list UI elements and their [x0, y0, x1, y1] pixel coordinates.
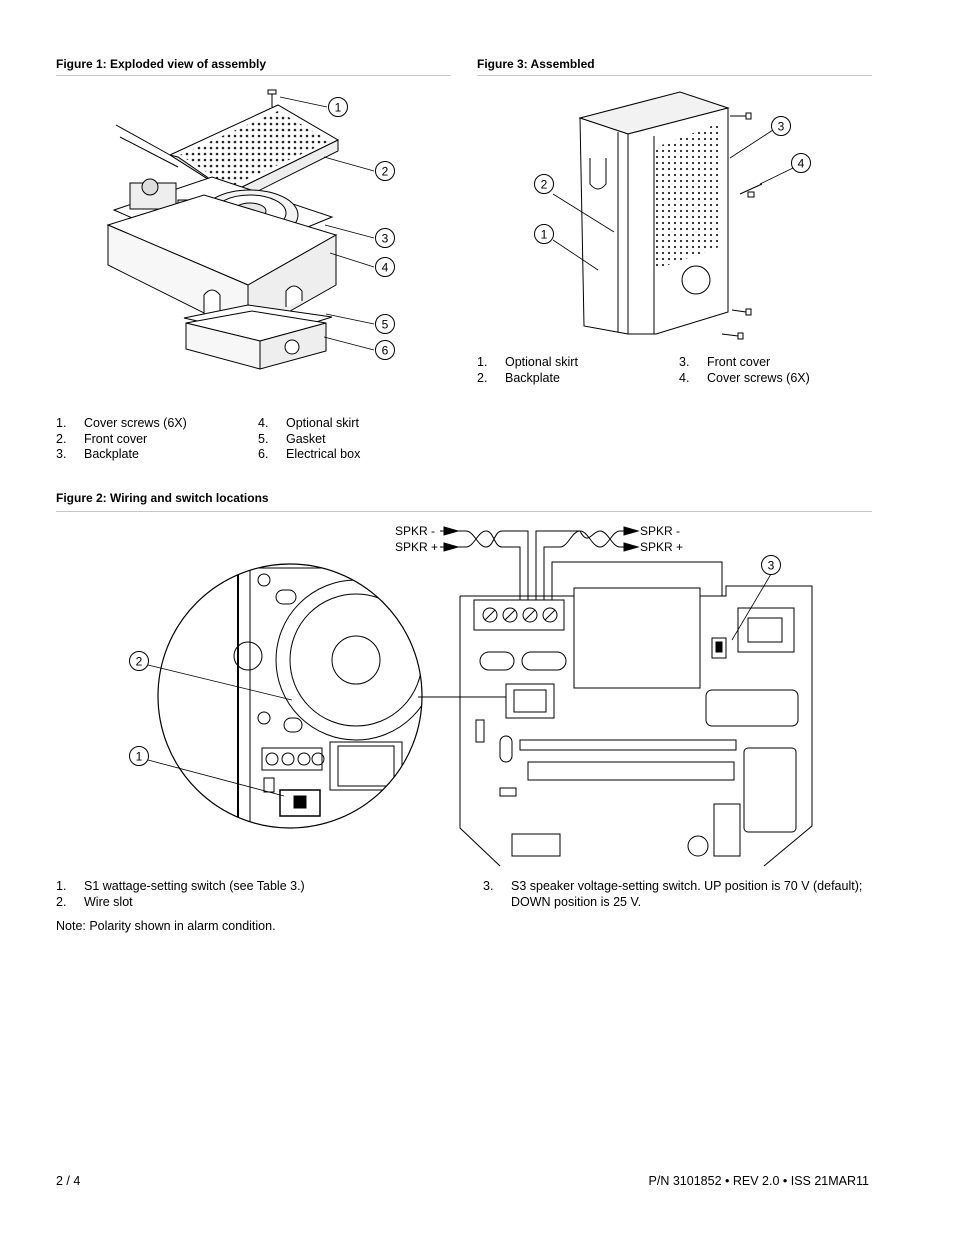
- wire-label-left-minus: SPKR -: [395, 524, 435, 538]
- svg-text:1: 1: [541, 228, 548, 242]
- figure3-legend-col1: 1.Optional skirt 2.Backplate: [477, 355, 677, 386]
- svg-text:4: 4: [382, 261, 389, 275]
- page-number: 2 / 4: [56, 1174, 81, 1188]
- svg-text:2: 2: [136, 655, 143, 669]
- figure1-legend-col1: 1.Cover screws (6X) 2.Front cover 3.Back…: [56, 416, 256, 463]
- figure2-title: Figure 2: Wiring and switch locations: [56, 491, 269, 505]
- figure1-callout-5: 5: [375, 314, 395, 334]
- figure1-callout-4: 4: [375, 257, 395, 277]
- svg-text:1: 1: [136, 750, 143, 764]
- figure1-callout-1: 1: [328, 97, 348, 117]
- document-id: P/N 3101852 • REV 2.0 • ISS 21MAR11: [648, 1174, 869, 1188]
- legend-item: 3.S3 speaker voltage-setting switch. UP …: [483, 879, 863, 909]
- svg-text:4: 4: [798, 157, 805, 171]
- svg-text:2: 2: [382, 165, 389, 179]
- figure2-legend-col2: 3.S3 speaker voltage-setting switch. UP …: [483, 879, 873, 910]
- magnifier-ring: [157, 563, 423, 829]
- legend-item: 4.Cover screws (6X): [679, 370, 810, 385]
- legend-item: 3.Backplate: [56, 447, 139, 461]
- svg-text:3: 3: [768, 559, 775, 573]
- legend-item: 2.Wire slot: [56, 894, 133, 909]
- legend-item: 1.Cover screws (6X): [56, 416, 187, 430]
- figure3-legend-col2: 3.Front cover 4.Cover screws (6X): [679, 355, 869, 386]
- legend-item: 2.Backplate: [477, 370, 560, 385]
- legend-item: 2.Front cover: [56, 431, 148, 446]
- figure3-callout-3: 3: [771, 116, 791, 136]
- figure1-callout-6: 6: [375, 340, 395, 360]
- legend-item: 6.Electrical box: [258, 447, 361, 461]
- cover-screws-drawing: [721, 112, 763, 340]
- figure1-callout-2: 2: [375, 161, 395, 181]
- figure1-callout-3: 3: [375, 228, 395, 248]
- svg-text:1: 1: [335, 101, 342, 115]
- figure2-callout-1: 1: [129, 746, 149, 766]
- figure2-wiring-drawing: SPKR - SPKR + SPKR - SPKR +: [129, 524, 813, 867]
- figure3-callout-1: 1: [534, 224, 554, 244]
- electrical-box-drawing: [185, 310, 327, 370]
- legend-item: 5.Gasket: [258, 431, 326, 446]
- legend-item: 4.Optional skirt: [258, 416, 359, 430]
- figure1-exploded-drawing: [106, 89, 375, 370]
- figure1-callouts: 1 2 3 4 5 6: [328, 97, 395, 360]
- assembled-unit-drawing: [578, 91, 730, 335]
- figure3-callout-4: 4: [791, 153, 811, 173]
- wire-label-right-plus: SPKR +: [640, 540, 683, 554]
- optional-skirt-drawing: [106, 194, 338, 336]
- legend-item: 1.Optional skirt: [477, 355, 578, 369]
- figure3-callout-2: 2: [534, 174, 554, 194]
- legend-item: 1.S1 wattage-setting switch (see Table 3…: [56, 879, 305, 893]
- svg-text:3: 3: [778, 120, 785, 134]
- figure2-rule: [56, 511, 872, 512]
- figure3-assembled-drawing: [578, 91, 763, 340]
- svg-text:5: 5: [382, 318, 389, 332]
- figure1-legend-col2: 4.Optional skirt 5.Gasket 6.Electrical b…: [258, 416, 448, 463]
- figure3-rule: [477, 75, 872, 76]
- wire-label-right-minus: SPKR -: [640, 524, 680, 538]
- figure3-callouts: 1 2 3 4: [534, 116, 811, 271]
- figure3-title: Figure 3: Assembled: [477, 57, 595, 71]
- magnified-detail: [158, 564, 422, 828]
- figure2-note: Note: Polarity shown in alarm condition.: [56, 919, 276, 933]
- legend-item: 3.Front cover: [679, 355, 771, 369]
- figure2-legend-col1: 1.S1 wattage-setting switch (see Table 3…: [56, 879, 456, 910]
- figure2-callout-3: 3: [761, 555, 781, 575]
- wire-label-left-plus: SPKR +: [395, 540, 438, 554]
- svg-text:2: 2: [541, 178, 548, 192]
- figure2-callout-2: 2: [129, 651, 149, 671]
- circuit-board-drawing: [459, 585, 813, 867]
- speaker-wires: [440, 526, 723, 600]
- svg-text:3: 3: [382, 232, 389, 246]
- svg-text:6: 6: [382, 344, 389, 358]
- figure1-rule: [56, 75, 451, 76]
- figure1-title: Figure 1: Exploded view of assembly: [56, 57, 267, 71]
